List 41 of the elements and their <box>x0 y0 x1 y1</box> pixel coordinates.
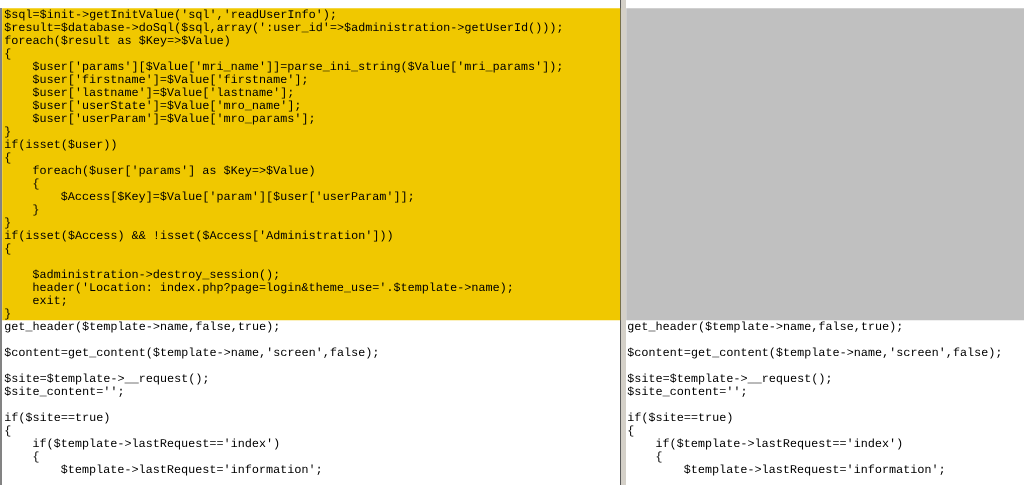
code-line: $user['lastname']=$Value['lastname']; <box>32 87 292 99</box>
code-line: foreach($user['params'] as $Key=>$Value) <box>33 165 314 177</box>
code-line: if($site==true) <box>5 412 109 424</box>
code-line: foreach($result as $Key=>$Value) <box>5 35 229 47</box>
code-line: { <box>33 178 39 190</box>
code-line: $template->lastRequest='information'; <box>684 464 944 476</box>
code-line: $content=get_content($template->name,'screen',false); <box>4 347 377 359</box>
code-line: $user['userParam']=$Value['mro_params']; <box>32 113 314 125</box>
code-line: } <box>33 204 39 216</box>
code-line: $user['firstname']=$Value['firstname']; <box>32 74 306 86</box>
code-line: $Access[$Key]=$Value['param'][$user['userParam']]; <box>61 191 413 203</box>
code-line: if(isset($Access) && !isset($Access['Administration'])) <box>5 230 392 242</box>
code-line: { <box>5 425 11 437</box>
empty-block <box>626 8 1024 321</box>
code-line: } <box>5 217 10 229</box>
code-line: $site_content=''; <box>627 386 745 398</box>
code-line: { <box>628 425 634 437</box>
code-line: if($template->lastRequest=='index') <box>656 438 902 450</box>
code-line: exit; <box>33 295 66 307</box>
code-line: } <box>5 126 10 138</box>
code-line: $site=$template->__request(); <box>4 373 207 385</box>
code-line: $administration->destroy_session(); <box>32 269 278 281</box>
code-line: $site=$template->__request(); <box>627 373 830 385</box>
code-line: $result=$database->doSql($sql,array(':user_id'=>$administration->getUserId())); <box>4 22 561 34</box>
code-line: if($site==true) <box>628 412 732 424</box>
code-line: { <box>5 152 11 164</box>
code-line: $content=get_content($template->name,'screen',false); <box>627 347 1000 359</box>
code-line: $user['userState']=$Value['mro_name']; <box>32 100 299 112</box>
code-line: $template->lastRequest='information'; <box>61 464 321 476</box>
code-line: $sql=$init->getInitValue('sql','readUserInfo'); <box>4 9 335 21</box>
code-line: { <box>5 48 11 60</box>
code-line: if($template->lastRequest=='index') <box>33 438 279 450</box>
code-line: $user['params'][$Value['mri_name']]=parse_ini_string($Value['mri_params']); <box>32 61 561 73</box>
code-line: get_header($template->name,false,true); <box>628 321 901 333</box>
code-line: { <box>5 243 11 255</box>
code-line: { <box>656 451 662 463</box>
code-line: if(isset($user)) <box>5 139 116 151</box>
code-line: { <box>33 451 39 463</box>
code-line: header('Location: index.php?page=login&theme_use='.$template->name); <box>33 282 512 294</box>
code-line: } <box>5 308 10 320</box>
code-line: $site_content=''; <box>4 386 122 398</box>
